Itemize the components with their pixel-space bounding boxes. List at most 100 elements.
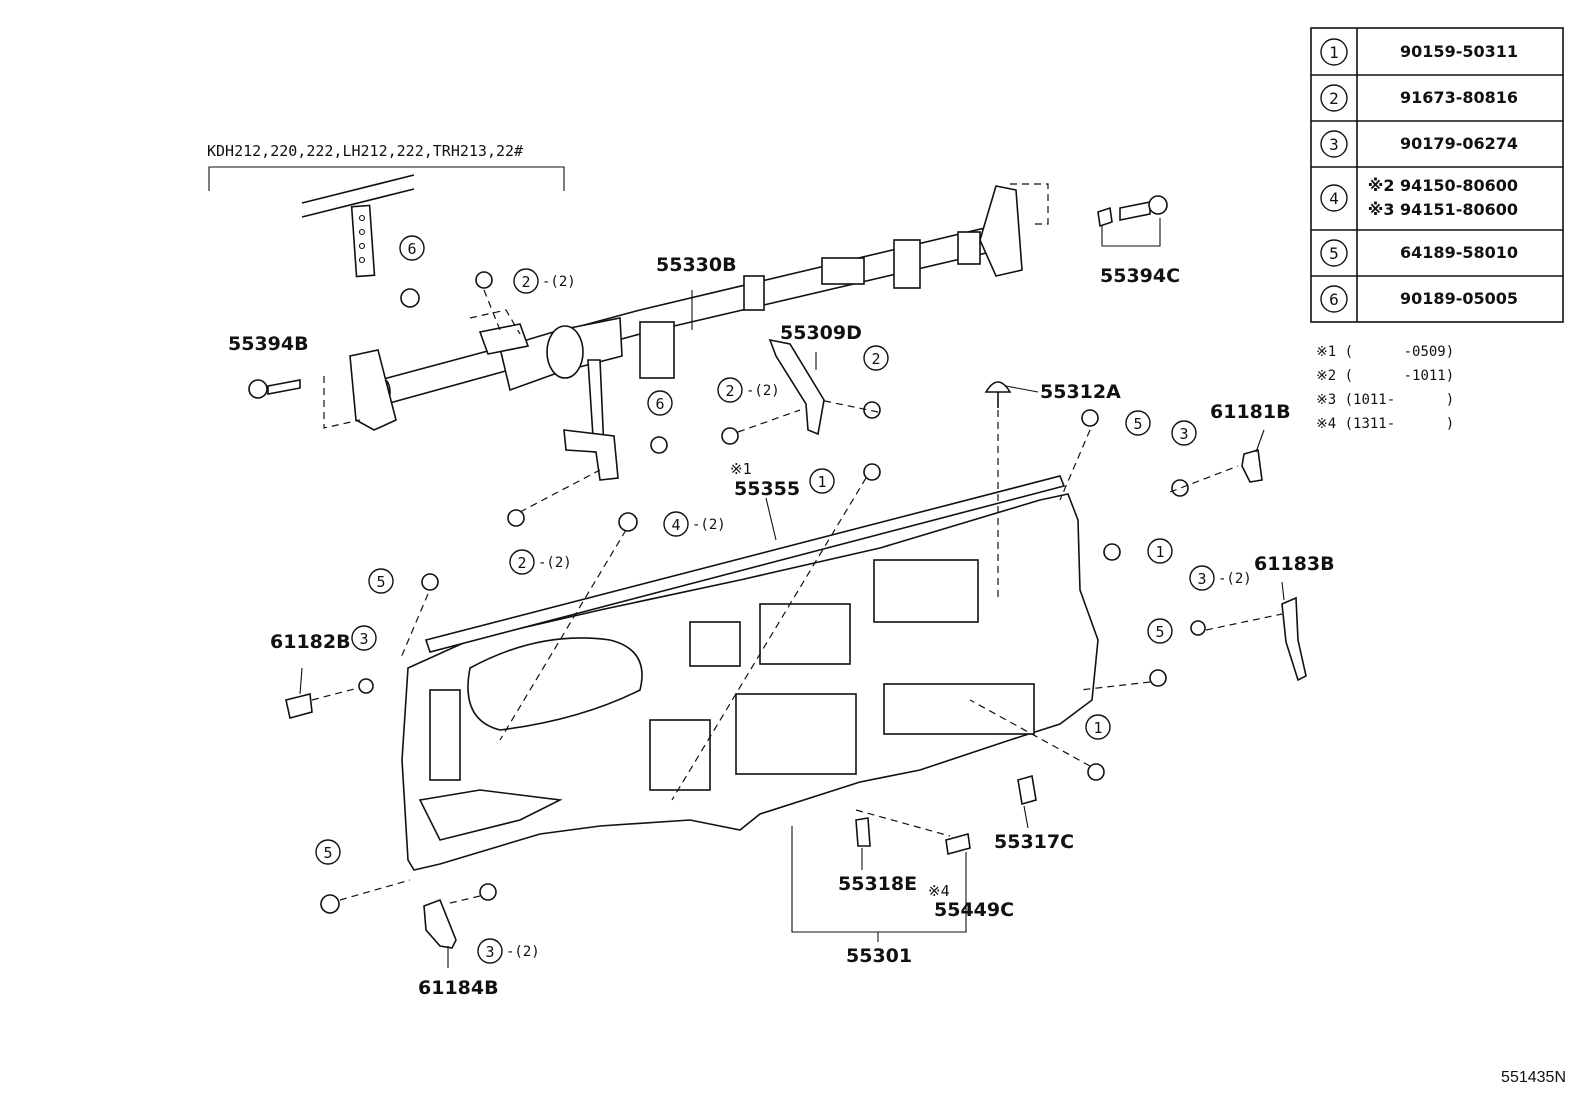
legend-key-4: 4 [1329,189,1339,208]
cluster-opening [467,637,643,731]
callout-c2c: 2 [863,345,889,371]
callout-number: 3 [1197,570,1206,588]
legend-key-2: 2 [1329,89,1339,108]
glovebox-opening [883,683,1035,735]
callout-qty: -(2) [692,517,726,533]
label-55355: 55355 [734,478,800,500]
label-61184B: 61184B [418,977,499,999]
legend-row-5: 5 64189-58010 [1320,239,1518,267]
legend-key-circle-3 [1320,130,1348,158]
model-note: KDH212,220,222,LH212,222,TRH213,22# [207,142,523,160]
label-55317C: 55317C [994,831,1074,853]
label-55318E: 55318E [838,873,917,895]
bracket-55309D [768,338,825,436]
callout-number: 3 [359,630,368,648]
legend-key-6: 6 [1329,290,1339,309]
legend-key-circle-6 [1320,285,1348,313]
footnotes: ※1 ( -0509) ※2 ( -1011) ※3 (1011- ) ※4 (… [1316,344,1454,432]
legend-key-circle-2 [1320,84,1348,112]
callout-c5d: 5 [315,839,341,865]
part-labels: 55330B 55394B 55394C 55309D 55312A 61181… [228,254,1335,999]
label-55301: 55301 [846,945,912,967]
legend-part-6: 90189-05005 [1400,289,1518,308]
legend-table: 1 90159-50311 2 91673-80816 3 90179-0627… [1310,27,1564,323]
callout-number: 6 [655,395,664,413]
label-55449C-note: ※4 [928,882,950,900]
callout-c5c: 5 [1147,618,1173,644]
legend-row-4: 4 ※2 94150-80600 ※3 94151-80600 [1320,176,1518,219]
callout-number: 3 [485,943,494,961]
callout-c1b: 1 [1147,538,1173,564]
cross-car-beam [323,183,1049,481]
callout-qty: -(2) [538,555,572,571]
callout-number: 3 [1179,425,1188,443]
center-brace [563,429,619,481]
panel-top-strip [424,475,1066,653]
callout-number: 2 [521,273,530,291]
label-61183B: 61183B [1254,553,1335,575]
callout-qty: -(2) [1218,571,1252,587]
legend-part-1: 90159-50311 [1400,42,1518,61]
bracket-61183B [1281,596,1307,682]
bolt-55394B [248,379,301,399]
solid-leaders [299,290,1285,968]
label-61182B: 61182B [270,631,351,653]
center-stack-opening [735,693,857,775]
callout-number: 5 [1133,415,1142,433]
footnote-4: ※4 (1311- ) [1316,416,1454,432]
label-55394C: 55394C [1100,265,1180,287]
legend-row-3: 3 90179-06274 [1320,130,1518,158]
bracket-61181B [1241,448,1263,483]
legend-key-circle-1 [1320,38,1348,66]
callout-c6b: 6 [647,390,673,416]
callout-c3d: 3 -(2) [477,938,540,964]
legend-key-circle-5 [1320,239,1348,267]
callout-c3a: 3 [1171,420,1197,446]
callout-c4a: 4 -(2) [663,511,726,537]
legend-row-6: 6 90189-05005 [1320,285,1518,313]
callout-c3c: 3 [351,625,377,651]
footnote-2: ※2 ( -1011) [1316,368,1454,384]
label-55330B: 55330B [656,254,737,276]
label-61181B: 61181B [1210,401,1291,423]
callout-number: 1 [1093,719,1102,737]
legend-row-2: 2 91673-80816 [1320,84,1518,112]
callout-c3b: 3 -(2) [1189,565,1252,591]
pad-55449C [945,832,971,856]
legend-key-circle-4 [1320,184,1348,212]
callout-qty: -(2) [542,274,576,290]
inset-bracket [350,204,376,278]
callout-c5b: 5 [368,568,394,594]
callout-qty: -(2) [506,944,540,960]
callout-qty: -(2) [746,383,780,399]
callouts: 6 2-(2) 6 2-(2) 2 5 3 1 4-(2) 2-(2) 5 1 … [315,235,1252,964]
callout-number: 6 [407,240,416,258]
bracket-61184B [423,898,457,949]
left-end-bracket [349,349,397,431]
right-end-bracket [979,185,1023,277]
callout-c1a: 1 [809,468,835,494]
callout-c2a: 2 -(2) [513,268,576,294]
callout-number: 5 [376,573,385,591]
callout-number: 1 [817,473,826,491]
label-55312A: 55312A [1040,381,1121,403]
clip-55318E [855,817,871,847]
bolt-55394C [1097,195,1168,247]
callout-c2d: 2 -(2) [509,549,572,575]
callout-number: 2 [725,382,734,400]
legend-key-5: 5 [1329,244,1339,263]
callout-c5a: 5 [1125,410,1151,436]
callout-c2b: 2 -(2) [717,377,780,403]
callout-number: 4 [671,516,680,534]
bracket-61182B [285,693,313,719]
label-55355-note: ※1 [730,460,752,478]
center-bracket [639,321,675,379]
footnote-3: ※3 (1011- ) [1316,392,1454,408]
callout-c1c: 1 [1085,714,1111,740]
dashed-leaders [311,289,1283,905]
callout-number: 2 [517,554,526,572]
legend-part-2: 91673-80816 [1400,88,1518,107]
label-55309D: 55309D [780,322,862,344]
